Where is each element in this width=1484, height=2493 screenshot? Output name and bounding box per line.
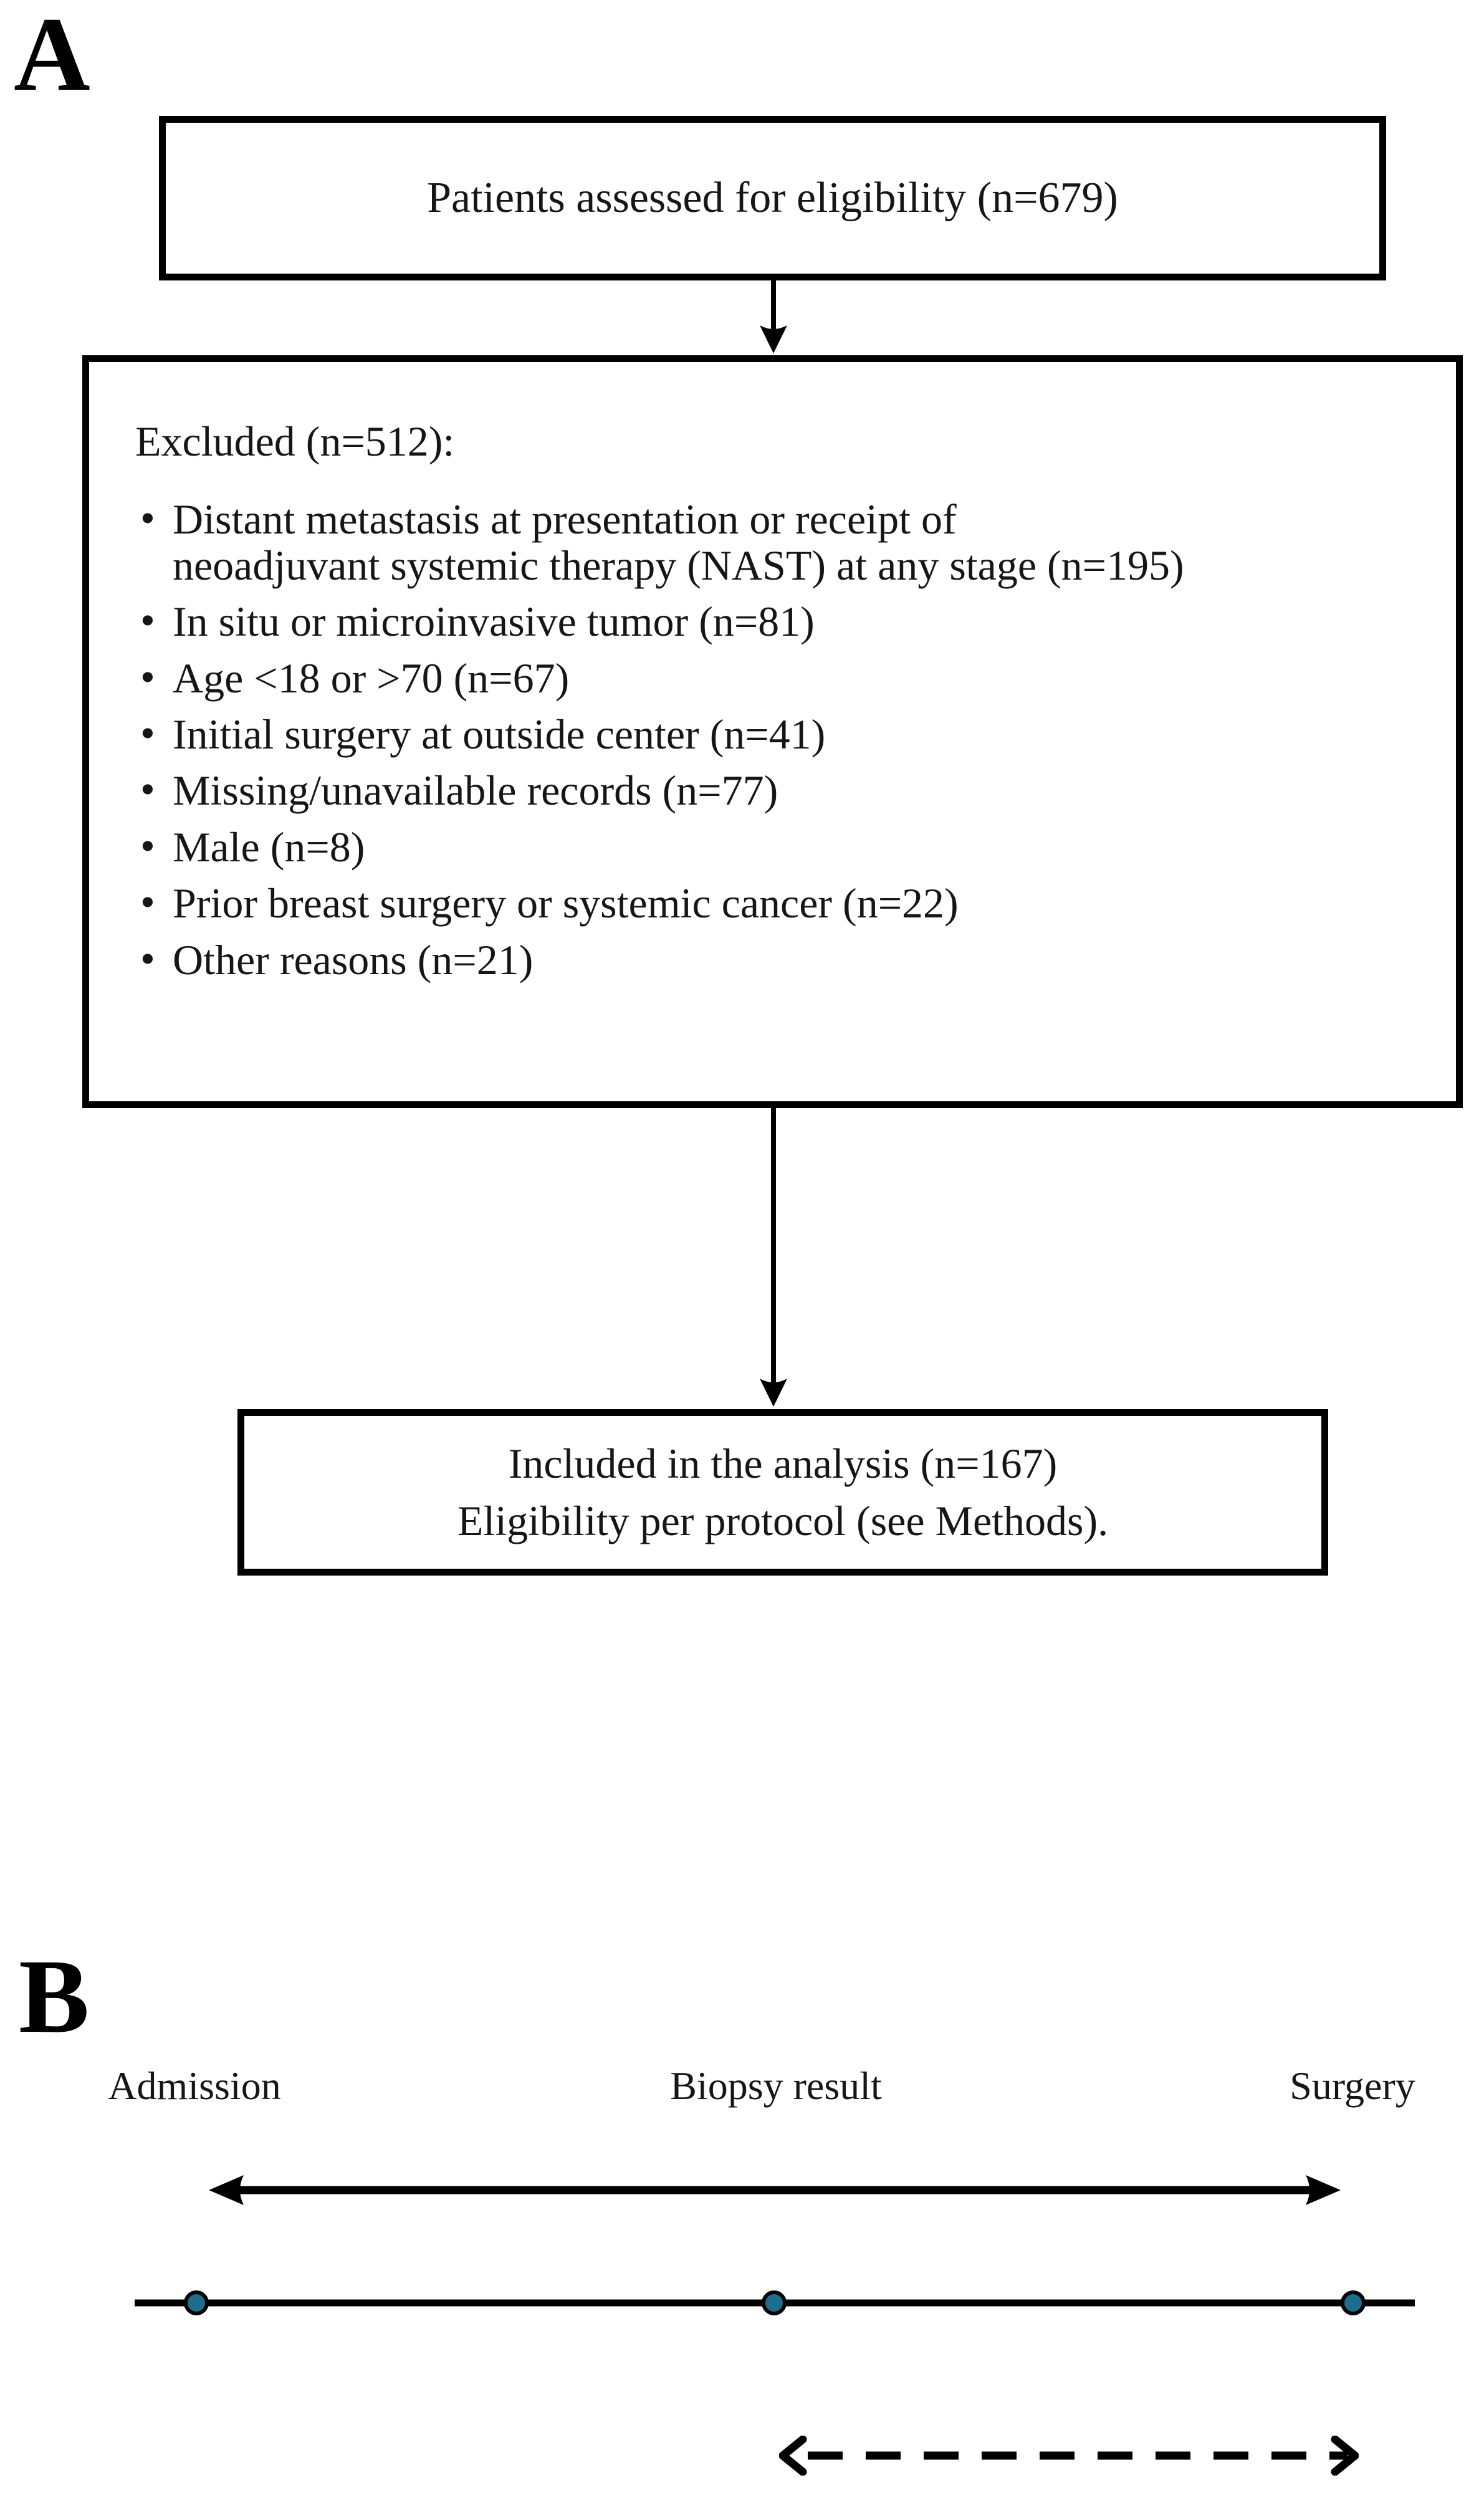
included-box: Included in the analysis (n=167) Eligibi… bbox=[237, 1409, 1328, 1576]
excluded-box: Excluded (n=512): Distant metastasis at … bbox=[82, 355, 1463, 1108]
reason-line: Male (n=8) bbox=[173, 823, 365, 871]
panel-b-label: B bbox=[19, 1938, 90, 2055]
excluded-reason: Age <18 or >70 (n=67) bbox=[140, 654, 1406, 702]
timeline-dot-admission bbox=[184, 2290, 209, 2315]
excluded-reason: Initial surgery at outside center (n=41) bbox=[140, 710, 1406, 758]
double-arrow-solid-icon bbox=[209, 2175, 1341, 2205]
timeline-dot-surgery bbox=[1341, 2290, 1366, 2315]
reason-line: Initial surgery at outside center (n=41) bbox=[173, 710, 826, 758]
excluded-box-title: Excluded (n=512): bbox=[135, 418, 455, 465]
excluded-reason: Distant metastasis at presentation or re… bbox=[140, 495, 1406, 589]
timeline-label-admission: Admission bbox=[108, 2064, 281, 2108]
reason-line: Other reasons (n=21) bbox=[173, 935, 534, 983]
timeline-dot-biopsy-result bbox=[762, 2290, 787, 2315]
excluded-reasons-list: Distant metastasis at presentation or re… bbox=[140, 495, 1406, 983]
reason-line: Prior breast surgery or systemic cancer … bbox=[173, 879, 959, 927]
timeline-label-biopsy-result: Biopsy result bbox=[670, 2064, 882, 2108]
eligibility-box-text: Patients assessed for eligibility (n=679… bbox=[427, 174, 1118, 222]
reason-line: Distant metastasis at presentation or re… bbox=[173, 495, 957, 543]
reason-line: In situ or microinvasive tumor (n=81) bbox=[173, 598, 815, 646]
reason-line: Age <18 or >70 (n=67) bbox=[173, 654, 570, 702]
reason-line: Missing/unavailable records (n=77) bbox=[173, 767, 778, 815]
timeline-label-surgery: Surgery bbox=[1290, 2064, 1415, 2108]
included-box-line2: Eligibility per protocol (see Methods). bbox=[457, 1496, 1109, 1544]
panel-a-label: A bbox=[14, 0, 90, 113]
timeline-line bbox=[135, 2290, 1415, 2315]
double-arrow-dashed-icon bbox=[779, 2436, 1359, 2476]
excluded-reason: Prior breast surgery or systemic cancer … bbox=[140, 879, 1406, 927]
excluded-reason: In situ or microinvasive tumor (n=81) bbox=[140, 598, 1406, 646]
excluded-reason: Other reasons (n=21) bbox=[140, 935, 1406, 983]
eligibility-box: Patients assessed for eligibility (n=679… bbox=[159, 116, 1386, 280]
excluded-reason: Male (n=8) bbox=[140, 823, 1406, 871]
down-arrow-icon bbox=[760, 1108, 787, 1407]
excluded-reason: Missing/unavailable records (n=77) bbox=[140, 767, 1406, 815]
included-box-line1: Included in the analysis (n=167) bbox=[508, 1439, 1058, 1487]
down-arrow-icon bbox=[760, 280, 787, 353]
reason-line: neoadjuvant systemic therapy (NAST) at a… bbox=[173, 541, 1184, 589]
